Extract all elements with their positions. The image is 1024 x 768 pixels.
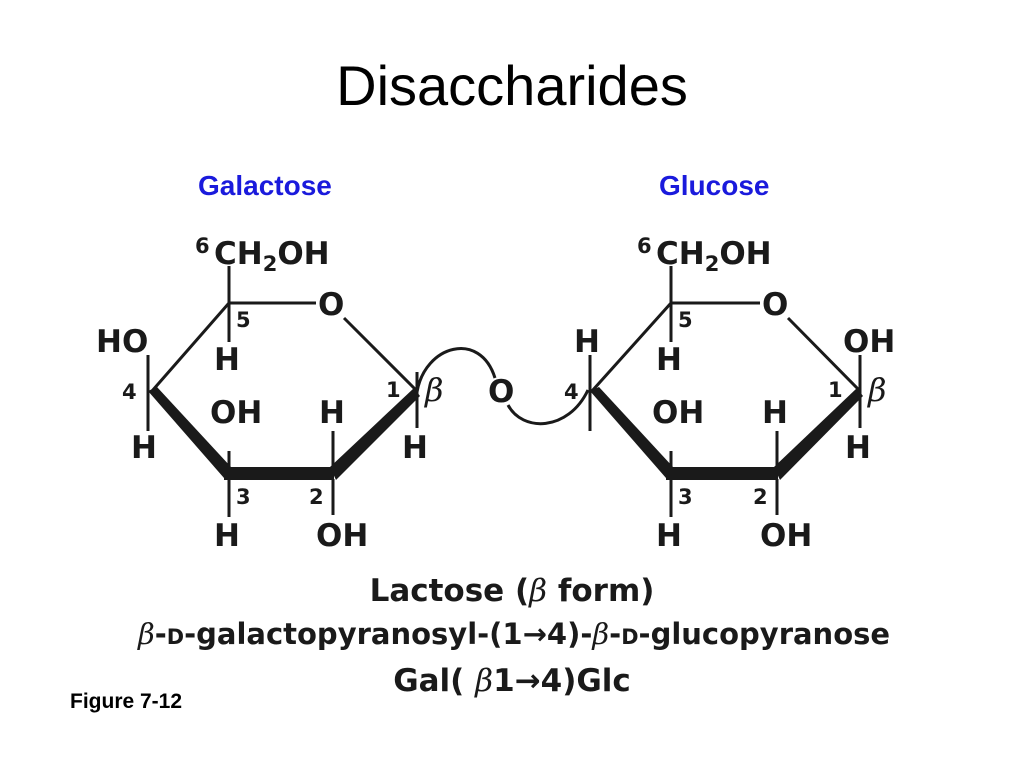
lactose-systematic-name: β-D-galactopyranosyl-(1→4)-β-D-glucopyra… [137,617,891,651]
galactose-c4-h: H [131,430,157,466]
glycosidic-bond-left [415,347,497,393]
glucose-label: Glucose [659,170,770,201]
glucose-c4-number: 4 [564,380,579,404]
galactose-c2-number: 2 [309,485,324,509]
glucose-c3-h: H [656,518,682,554]
glucose-c2-number: 2 [753,485,768,509]
glucose-c1-number: 1 [828,378,843,402]
galactose-c5-h: H [214,342,240,378]
glucose-atoms: 6 CH2OH O 5 H OH H 4 1 β OH H H 3 2 H OH [564,234,895,554]
galactose-c4-number: 4 [122,380,137,404]
galactose-c5-number: 5 [236,308,251,332]
glucose-ring-wedges [590,387,863,480]
glucose-c2-oh: OH [760,518,812,554]
glucose-c1-h: H [845,430,871,466]
glucose-beta-symbol: β [867,371,887,409]
galactose-c4-ho: HO [96,324,148,360]
lactose-abbreviated-name: Gal( β1→4)Glc [393,663,631,699]
galactose-c1-number: 1 [386,378,401,402]
glucose-c3-oh: OH [652,395,704,431]
galactose-ch2-group: CH2OH [214,236,330,276]
lactose-beta-form-caption: Lactose (β form) [369,573,655,609]
glucose-c4-h-top: H [574,324,600,360]
galactose-ring-oxygen: O [318,287,344,323]
glycosidic-bond-right [506,389,590,426]
glycosidic-oxygen: O [488,374,514,410]
galactose-c2-h: H [319,395,345,431]
galactose-label: Galactose [198,170,332,201]
galactose-c3-h: H [214,518,240,554]
glucose-c3-number: 3 [678,485,693,509]
figure-label: Figure 7-12 [70,690,183,713]
glucose-c5-number: 5 [678,308,693,332]
galactose-ring-wedges [148,387,420,480]
galactose-c1-h: H [402,430,428,466]
galactose-beta-symbol: β [424,371,444,409]
glucose-ring-oxygen: O [762,287,788,323]
glucose-ch2-group: CH2OH [656,236,772,276]
galactose-c3-oh: OH [210,395,262,431]
glucose-c6-number: 6 [637,234,652,258]
glucose-c5-h: H [656,342,682,378]
galactose-c3-number: 3 [236,485,251,509]
slide-title: Disaccharides [336,54,688,117]
glucose-c1-oh: OH [843,324,895,360]
galactose-c2-oh: OH [316,518,368,554]
galactose-atoms: 6 CH2OH O 5 HO H 4 1 β OH H H H 3 2 H OH [96,234,444,554]
glucose-c2-h: H [762,395,788,431]
glucose-ring [588,266,862,517]
galactose-ring [146,266,419,517]
galactose-c6-number: 6 [195,234,210,258]
